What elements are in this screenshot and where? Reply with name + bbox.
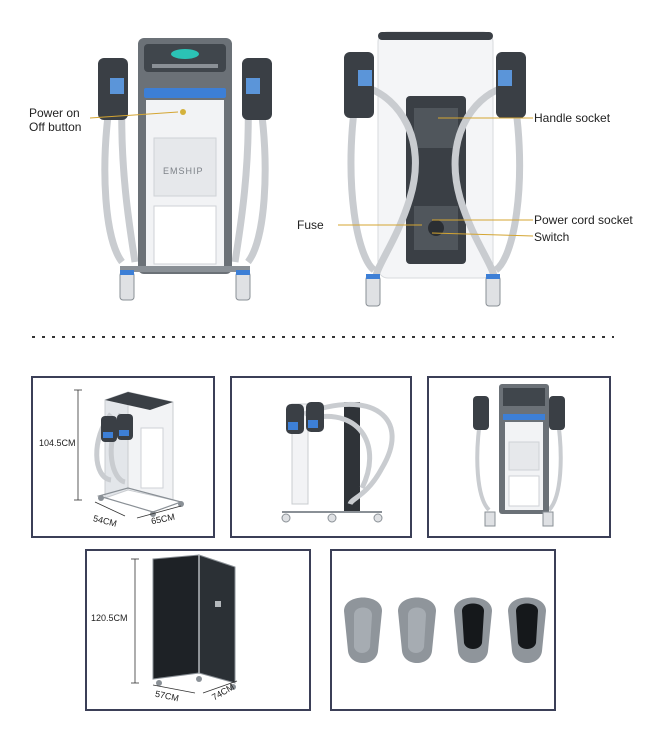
machine-front-small-illustration — [473, 384, 565, 527]
photo-flight-case: 120.5CM 57CM 74CM — [85, 549, 311, 711]
dim-case-height: 120.5CM — [91, 613, 128, 623]
label-power-cord-socket: Power cord socket — [534, 213, 633, 227]
label-power-line1: Power on — [29, 106, 80, 120]
front-view — [90, 30, 280, 310]
machine-3d-illustration — [74, 389, 184, 519]
flight-case-illustration — [131, 554, 238, 694]
label-handle-socket: Handle socket — [534, 111, 611, 125]
dim-machine-height: 104.5CM — [39, 438, 76, 448]
machine-side-illustration — [281, 402, 395, 523]
photo-machine-front — [427, 376, 611, 538]
label-fuse: Fuse — [297, 218, 324, 232]
photo-machine-dimensions: 104.5CM 54CM 65CM — [31, 376, 215, 538]
dotted-divider — [32, 335, 614, 339]
label-power: Power on Off button — [29, 106, 81, 134]
front-machine-illustration — [90, 38, 272, 301]
photo-handles — [330, 549, 556, 711]
label-switch: Switch — [534, 230, 570, 244]
rear-view — [338, 28, 533, 313]
photo-machine-side — [230, 376, 412, 538]
label-power-line2: Off button — [29, 120, 82, 134]
rear-machine-illustration — [338, 31, 533, 307]
handles-illustration — [344, 597, 546, 663]
brand-text: EMSHIP — [163, 166, 204, 176]
